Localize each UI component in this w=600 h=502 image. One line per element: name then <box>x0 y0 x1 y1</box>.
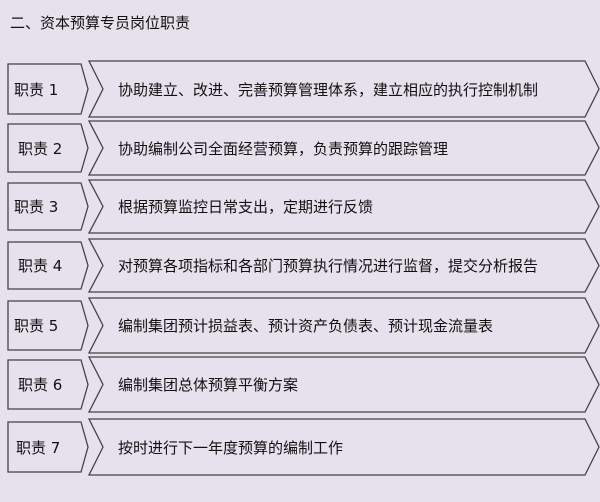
row-shapes <box>7 120 600 176</box>
responsibility-label: 职责 5 <box>14 317 59 335</box>
responsibility-row: 职责 1 协助建立、改进、完善预算管理体系，建立相应的执行控制机制 <box>0 60 600 118</box>
responsibility-label: 职责 6 <box>18 376 63 394</box>
responsibility-text: 根据预算监控日常支出，定期进行反馈 <box>118 198 374 216</box>
responsibility-text: 协助建立、改进、完善预算管理体系，建立相应的执行控制机制 <box>118 80 539 99</box>
responsibility-label: 职责 4 <box>18 257 63 275</box>
responsibility-text: 编制集团预计损益表、预计资产负债表、预计现金流量表 <box>118 317 494 335</box>
row-shapes <box>7 238 600 293</box>
responsibility-text: 按时进行下一年度预算的编制工作 <box>118 438 344 457</box>
page-title: 二、资本预算专员岗位职责 <box>10 14 191 32</box>
responsibility-row: 职责 3 根据预算监控日常支出，定期进行反馈 <box>0 179 600 234</box>
row-shapes <box>7 418 600 476</box>
row-shapes <box>7 60 600 118</box>
row-shapes <box>7 297 600 354</box>
responsibility-label: 职责 7 <box>16 438 61 457</box>
responsibility-row: 职责 6 编制集团总体预算平衡方案 <box>0 356 600 413</box>
responsibility-label: 职责 2 <box>18 139 63 158</box>
responsibility-label: 职责 1 <box>14 80 59 99</box>
responsibility-text: 对预算各项指标和各部门预算执行情况进行监督，提交分析报告 <box>118 257 539 275</box>
row-shapes <box>7 179 600 234</box>
responsibility-text: 协助编制公司全面经营预算，负责预算的跟踪管理 <box>118 139 449 158</box>
responsibility-row: 职责 5 编制集团预计损益表、预计资产负债表、预计现金流量表 <box>0 297 600 354</box>
responsibility-label: 职责 3 <box>14 198 59 216</box>
responsibility-row: 职责 7 按时进行下一年度预算的编制工作 <box>0 418 600 476</box>
row-shapes <box>7 356 600 413</box>
responsibility-row: 职责 2 协助编制公司全面经营预算，负责预算的跟踪管理 <box>0 120 600 176</box>
responsibility-row: 职责 4 对预算各项指标和各部门预算执行情况进行监督，提交分析报告 <box>0 238 600 293</box>
responsibility-text: 编制集团总体预算平衡方案 <box>118 376 299 394</box>
